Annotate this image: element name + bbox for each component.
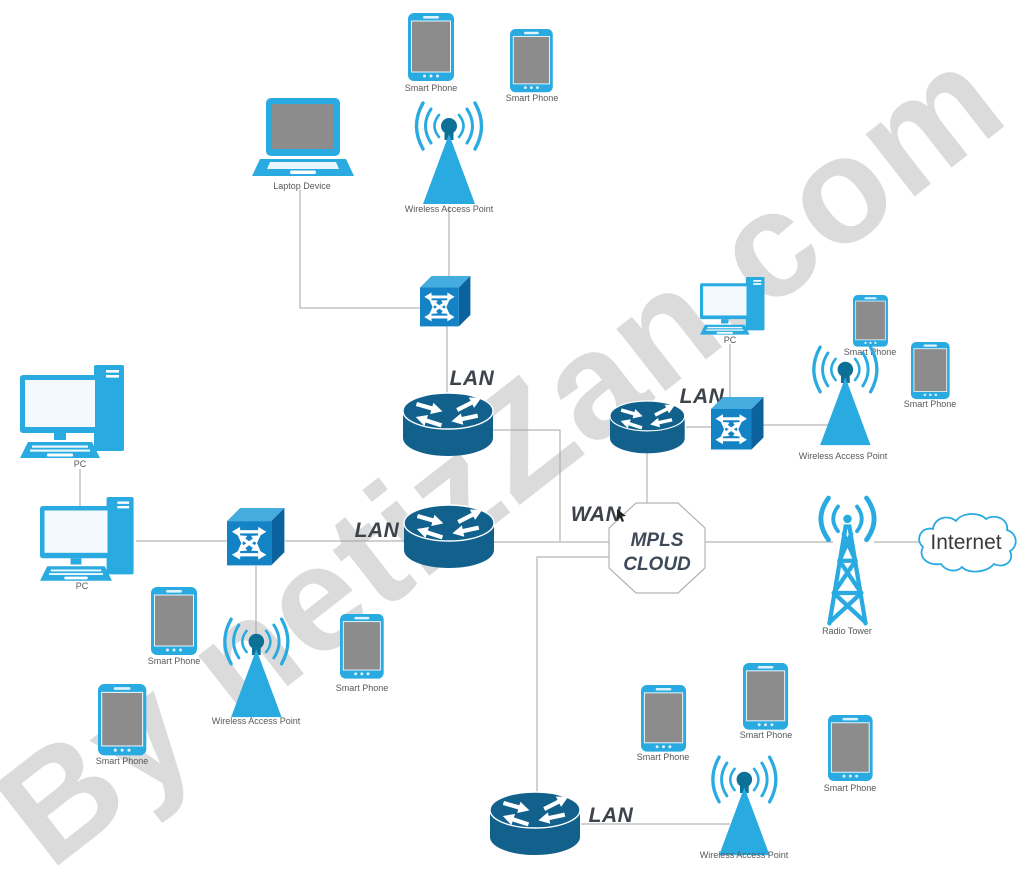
wireless-access-point-icon bbox=[812, 345, 879, 447]
line-cloud-bottom-router bbox=[536, 556, 625, 794]
wireless-access-point-icon bbox=[223, 617, 290, 719]
smartphone-label: Smart Phone bbox=[336, 683, 389, 693]
laptop-label: Laptop Device bbox=[273, 181, 331, 191]
router-icon bbox=[404, 505, 494, 568]
line-laptop-switch bbox=[299, 190, 421, 309]
pc-label: PC bbox=[724, 335, 737, 345]
connection-lines bbox=[79, 190, 930, 825]
pc-label: PC bbox=[74, 459, 87, 469]
pc-icon bbox=[20, 365, 124, 458]
mouse-cursor bbox=[617, 509, 626, 522]
pc-label: PC bbox=[76, 581, 89, 591]
radio-tower-label: Radio Tower bbox=[822, 626, 872, 636]
mpls-cloud-octagon bbox=[608, 502, 706, 594]
smartphone-icon bbox=[339, 613, 385, 680]
switch-icon bbox=[225, 506, 287, 568]
smartphone-label: Smart Phone bbox=[405, 83, 458, 93]
laptop-icon bbox=[252, 98, 354, 176]
line-top-router-cloud bbox=[492, 429, 561, 541]
smartphone-icon bbox=[150, 586, 198, 656]
wireless-access-point-label: Wireless Access Point bbox=[212, 716, 301, 726]
smartphone-icon bbox=[640, 684, 687, 753]
lan-label-right: LAN bbox=[680, 385, 725, 408]
smartphone-label: Smart Phone bbox=[844, 347, 897, 357]
smartphone-label: Smart Phone bbox=[904, 399, 957, 409]
pc-icon bbox=[40, 497, 134, 581]
smartphone-icon bbox=[827, 714, 874, 782]
mpls-cloud-label-line2: CLOUD bbox=[623, 554, 691, 575]
smartphone-icon bbox=[910, 341, 951, 400]
smartphone-icon bbox=[407, 12, 455, 82]
smartphone-icon bbox=[97, 683, 147, 756]
lan-label-left: LAN bbox=[355, 519, 400, 542]
wireless-access-point-label: Wireless Access Point bbox=[405, 204, 494, 214]
smartphone-icon bbox=[742, 662, 789, 731]
radio-tower-icon bbox=[821, 498, 874, 623]
smartphone-label: Smart Phone bbox=[96, 756, 149, 766]
smartphone-label: Smart Phone bbox=[824, 783, 877, 793]
smartphone-label: Smart Phone bbox=[506, 93, 559, 103]
mpls-cloud-label-line1: MPLS bbox=[631, 530, 684, 551]
wireless-access-point-icon bbox=[711, 755, 778, 857]
lan-label-top: LAN bbox=[450, 367, 495, 390]
smartphone-icon bbox=[852, 294, 889, 348]
router-icon bbox=[490, 792, 580, 855]
wireless-access-point-label: Wireless Access Point bbox=[700, 850, 789, 860]
wireless-access-point-label: Wireless Access Point bbox=[799, 451, 888, 461]
pc-icon bbox=[700, 277, 765, 335]
wan-label: WAN bbox=[571, 503, 622, 526]
wireless-access-point-icon bbox=[414, 101, 484, 206]
lan-label-bottom: LAN bbox=[589, 804, 634, 827]
router-icon bbox=[608, 398, 687, 456]
switch-icon bbox=[709, 395, 765, 451]
smartphone-icon bbox=[509, 28, 554, 93]
smartphone-label: Smart Phone bbox=[637, 752, 690, 762]
switch-icon bbox=[418, 274, 472, 328]
smartphone-label: Smart Phone bbox=[740, 730, 793, 740]
smartphone-label: Smart Phone bbox=[148, 656, 201, 666]
router-icon bbox=[403, 393, 493, 456]
internet-label: Internet bbox=[930, 531, 1001, 554]
